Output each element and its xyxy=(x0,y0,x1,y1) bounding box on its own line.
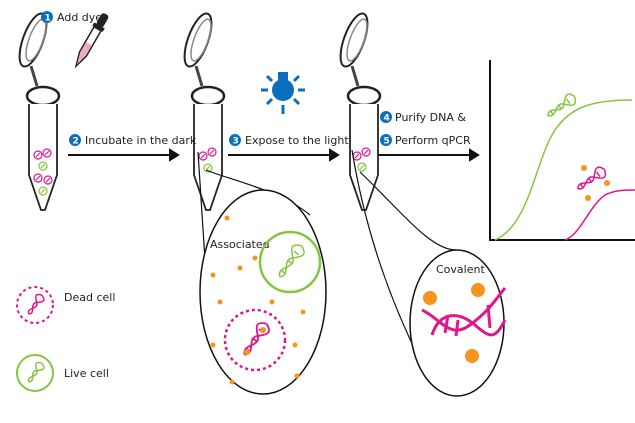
step-4: 4 Purify DNA & xyxy=(380,111,466,124)
svg-text:Live cell: Live cell xyxy=(64,367,109,380)
live-curve xyxy=(494,99,633,241)
svg-text:Dead cell: Dead cell xyxy=(64,291,115,304)
svg-text:3: 3 xyxy=(233,137,239,147)
tube-1 xyxy=(12,8,61,212)
step-5-label: Perform qPCR xyxy=(395,134,471,147)
light-icon xyxy=(261,72,305,114)
svg-text:2: 2 xyxy=(73,137,79,147)
svg-text:1: 1 xyxy=(45,14,51,24)
associated-zoom: Associated xyxy=(199,189,327,395)
svg-text:4: 4 xyxy=(384,114,390,124)
dye-dots xyxy=(210,215,306,385)
tube-2 xyxy=(177,8,226,212)
step-2-label: Incubate in the dark xyxy=(85,134,197,147)
step-3: 3 Expose to the light xyxy=(229,134,349,147)
magenta-dna-icon xyxy=(576,166,607,190)
step-1-label: Add dye xyxy=(57,11,102,24)
step-3-label: Expose to the light xyxy=(245,134,349,147)
dropper-icon xyxy=(74,13,109,69)
step-1: 1 Add dye xyxy=(41,11,102,24)
svg-text:5: 5 xyxy=(384,137,390,147)
legend-live-cell: Live cell xyxy=(16,354,109,392)
associated-label: Associated xyxy=(210,238,270,251)
legend-dead-cell: Dead cell xyxy=(16,286,115,324)
step-2: 2 Incubate in the dark xyxy=(69,134,197,147)
live-cell-icon xyxy=(258,230,322,294)
dead-cell-icon xyxy=(223,308,287,372)
step-5: 5 Perform qPCR xyxy=(380,134,471,147)
dead-curve xyxy=(564,189,635,241)
step-4-label: Purify DNA & xyxy=(395,111,466,124)
covalent-label: Covalent xyxy=(436,263,485,276)
qpcr-plot xyxy=(489,60,635,241)
covalent-zoom: Covalent xyxy=(409,249,507,397)
green-dna-icon xyxy=(546,93,577,117)
